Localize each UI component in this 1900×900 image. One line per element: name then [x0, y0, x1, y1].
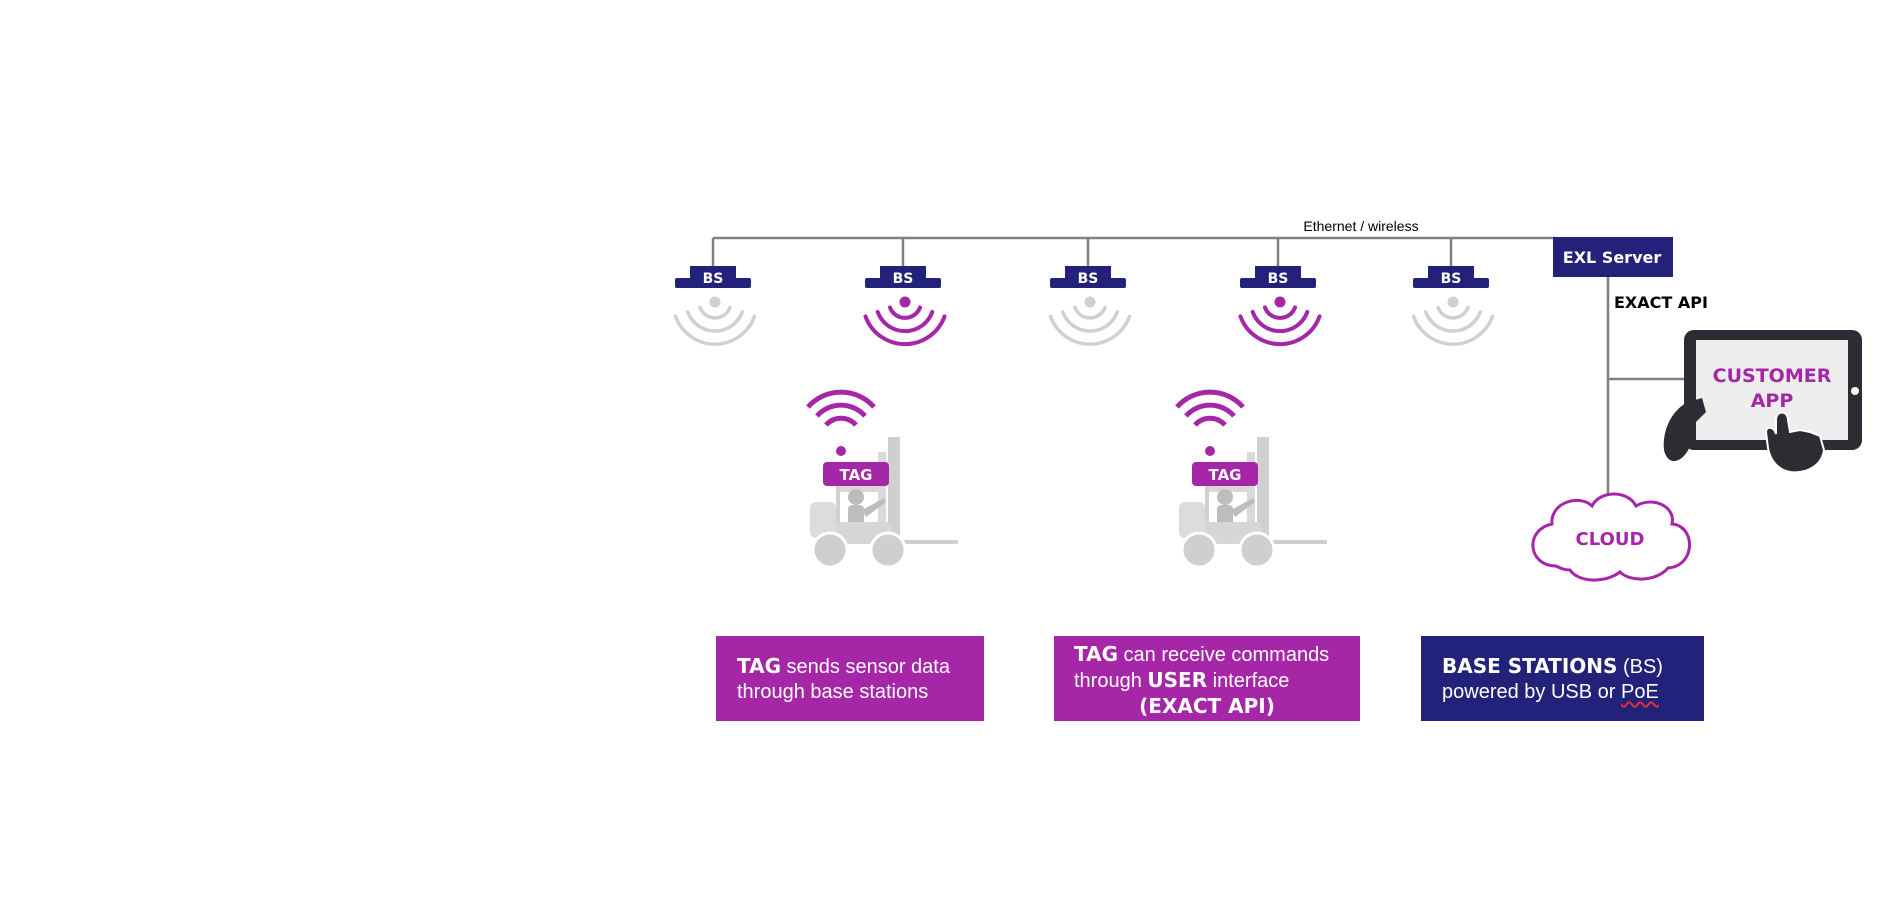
forklift-2: TAG — [1175, 389, 1329, 569]
exact-api-label: EXACT API — [1614, 293, 1708, 312]
signal-wave-icon — [1238, 305, 1322, 347]
forklift-1: TAG — [806, 389, 960, 569]
base-station-2: BS — [863, 266, 947, 347]
base-station-label: BS — [703, 271, 724, 287]
info-box-1-text: sends sensor data — [780, 656, 950, 678]
signal-wave-icon — [673, 305, 757, 346]
exl-server-label: EXL Server — [1563, 248, 1662, 267]
tag-badge — [1192, 462, 1258, 486]
base-station-3: BS — [1048, 266, 1132, 346]
info-box-2-line2a: through — [1074, 670, 1148, 692]
customer-app-line2: APP — [1751, 390, 1794, 412]
info-box-tag-receives: TAG can receive commands through USER in… — [1054, 636, 1360, 721]
exl-server: EXL Server — [1553, 237, 1673, 277]
tag-label: TAG — [1209, 466, 1242, 484]
info-box-base-stations: BASE STATIONS (BS) powered by USB or PoE — [1421, 636, 1704, 721]
base-stations: BS BS BS BS BS — [673, 266, 1495, 347]
link-label: Ethernet / wireless — [1303, 218, 1418, 234]
tag-signal-icon — [806, 389, 876, 427]
left-hand-icon — [1663, 398, 1706, 462]
base-station-4: BS — [1238, 266, 1322, 347]
signal-wave-icon — [863, 305, 947, 347]
info-box-3-bold: BASE STATIONS — [1442, 654, 1618, 678]
base-station-label: BS — [1268, 271, 1289, 287]
info-box-1-line2: through base stations — [737, 681, 929, 703]
tag-signal-icon — [1175, 389, 1245, 427]
info-box-tag-sends: TAG sends sensor data through base stati… — [716, 636, 984, 721]
info-box-2-api: (EXACT API) — [1139, 694, 1275, 718]
info-box-1-bold: TAG — [737, 654, 781, 678]
info-box-3-poe: PoE — [1620, 681, 1659, 703]
tag-label: TAG — [840, 466, 873, 484]
signal-wave-icon — [1048, 305, 1132, 346]
info-box-2-bold: TAG — [1074, 642, 1118, 666]
info-box-2-line2b: interface — [1207, 670, 1290, 692]
customer-app-tablet: CUSTOMER APP — [1663, 330, 1862, 474]
tag-badge — [823, 462, 889, 486]
info-box-2-user: USER — [1147, 668, 1208, 692]
pointing-hand-icon — [1764, 411, 1826, 474]
info-box-3-line2: powered by USB or — [1442, 681, 1621, 703]
info-box-2-text: can receive commands — [1117, 644, 1330, 666]
customer-app-line1: CUSTOMER — [1713, 365, 1832, 387]
base-station-1: BS — [673, 266, 757, 346]
base-station-label: BS — [893, 271, 914, 287]
signal-wave-icon — [1411, 305, 1495, 346]
cloud-icon: CLOUD — [1531, 492, 1691, 582]
base-station-label: BS — [1078, 271, 1099, 287]
info-box-3-text: (BS) — [1617, 656, 1663, 678]
cloud-label: CLOUD — [1576, 529, 1645, 550]
base-station-5: BS — [1411, 266, 1495, 346]
base-station-label: BS — [1441, 271, 1462, 287]
